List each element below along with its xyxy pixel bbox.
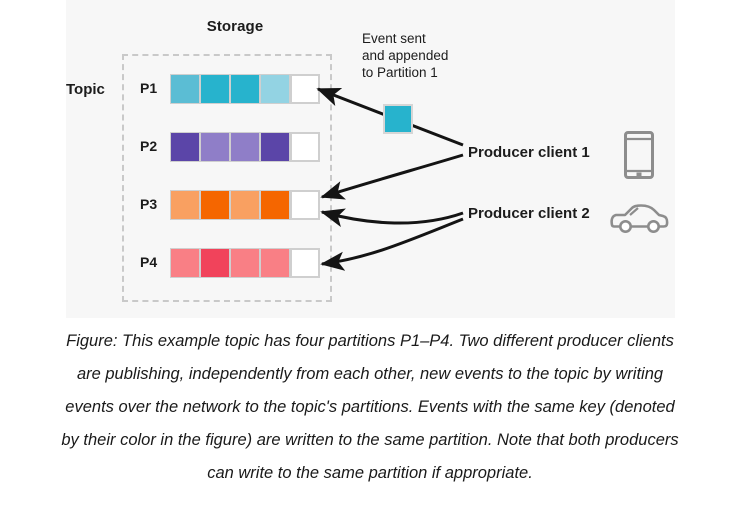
partition-label-p1: P1 [140, 80, 158, 96]
partition-bar-p4 [170, 248, 320, 278]
car-icon [610, 204, 669, 233]
topic-label: Topic [66, 81, 105, 98]
partition-segment [171, 249, 199, 277]
partition-segment-empty [291, 75, 319, 103]
storage-title: Storage [206, 18, 264, 35]
event-in-flight-square [383, 104, 413, 134]
partition-segment [231, 191, 259, 219]
mobile-phone-icon [624, 131, 654, 179]
partition-segment [261, 133, 289, 161]
partition-row: P3 [140, 190, 320, 220]
partition-row: P1 [140, 74, 320, 104]
partition-segment-empty [291, 249, 319, 277]
partition-bar-p3 [170, 190, 320, 220]
partition-segment [201, 249, 229, 277]
partition-label-p4: P4 [140, 254, 158, 270]
partition-segment [171, 75, 199, 103]
partition-segment [261, 191, 289, 219]
partition-segment-empty [291, 133, 319, 161]
partition-segment [171, 133, 199, 161]
partition-bar-p1 [170, 74, 320, 104]
partition-segment [261, 75, 289, 103]
partition-segment [261, 249, 289, 277]
partition-label-p2: P2 [140, 138, 158, 154]
event-annotation-text: Event sent and appended to Partition 1 [362, 31, 449, 80]
producer-client-1-label: Producer client 1 [468, 144, 590, 161]
partition-segment [171, 191, 199, 219]
figure-caption: Figure: This example topic has four part… [61, 332, 679, 482]
producer-client-2-label: Producer client 2 [468, 205, 590, 222]
partition-label-p3: P3 [140, 196, 158, 212]
partition-segment [231, 133, 259, 161]
partition-bar-p2 [170, 132, 320, 162]
partition-segment-empty [291, 191, 319, 219]
partition-row: P2 [140, 132, 320, 162]
partition-segment [201, 191, 229, 219]
partition-segment [231, 75, 259, 103]
partition-row: P4 [140, 248, 320, 278]
partition-segment [231, 249, 259, 277]
partition-segment [201, 75, 229, 103]
partition-segment [201, 133, 229, 161]
